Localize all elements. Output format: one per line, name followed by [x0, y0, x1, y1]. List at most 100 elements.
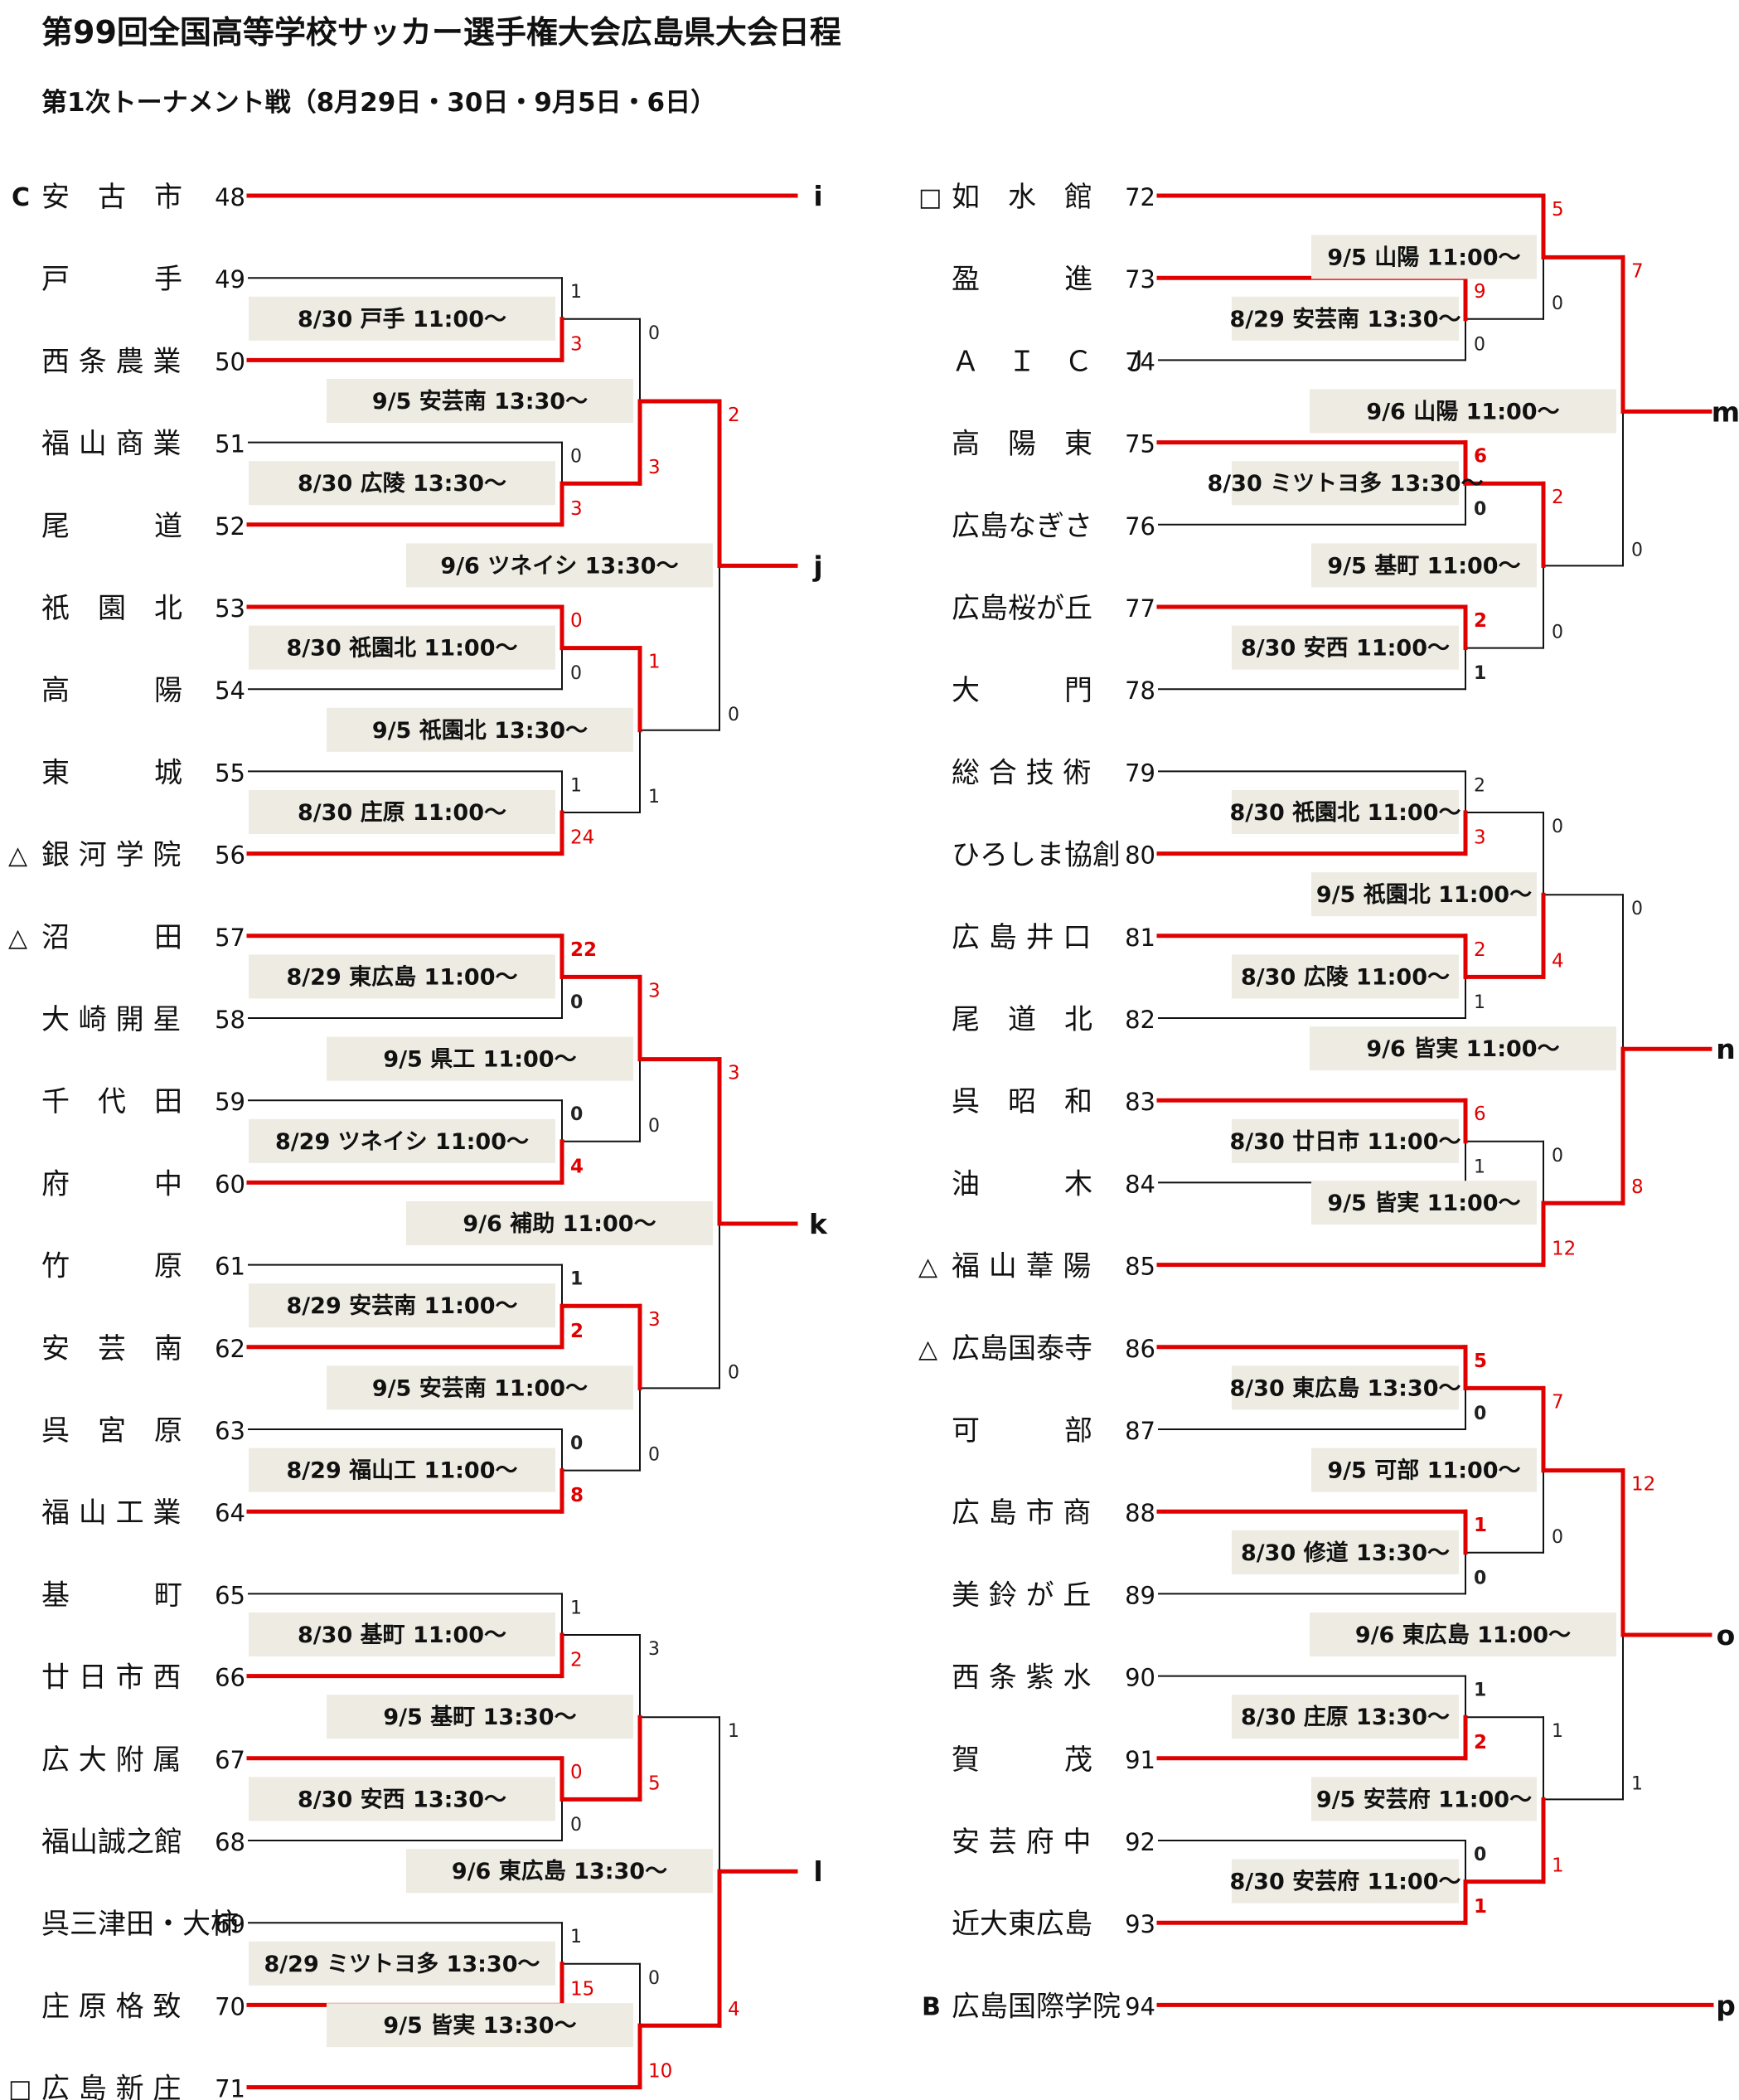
team-name: 庄 原 格 致: [41, 1990, 181, 2023]
match-label: 8/30 安西 13:30～: [298, 1787, 506, 1812]
team-name: 如 水 館: [952, 181, 1092, 214]
match-label-box: [1232, 954, 1459, 999]
score-top: 0: [570, 447, 582, 468]
score-bottom: 1: [1631, 1773, 1643, 1794]
team-name: 廿 日 市 西: [41, 1661, 181, 1695]
bracket-slot-letter: i: [813, 180, 822, 212]
entry-mark: C: [12, 183, 30, 212]
score-top: 5: [1552, 199, 1564, 221]
score-bottom: 10: [648, 2061, 672, 2083]
entry-mark: B: [922, 1992, 941, 2021]
match-label-box: [249, 296, 555, 341]
score-top: 1: [570, 775, 582, 796]
team-name: 盈 進: [952, 263, 1092, 296]
team-name: 尾 道: [41, 510, 182, 543]
bracket-slot-letter: p: [1716, 1989, 1736, 2021]
team-name: 千 代 田: [41, 1085, 182, 1118]
team-name: 祇 園 北: [41, 592, 182, 625]
score-top: 3: [648, 980, 661, 1002]
match-label-box: [1310, 389, 1616, 434]
score-bottom: 1: [1474, 663, 1486, 684]
score-bottom: 0: [1474, 1568, 1486, 1588]
match-label: 8/29 ミツトヨ多 13:30～: [264, 1952, 540, 1977]
team-number: 91: [1125, 1746, 1155, 1774]
score-bottom: 24: [570, 827, 594, 849]
score-bottom: 1: [1552, 1855, 1564, 1877]
score-top: 0: [1552, 817, 1563, 837]
score-top: 0: [570, 1762, 583, 1783]
score-top: 0: [648, 323, 660, 344]
score-bottom: 0: [728, 705, 739, 725]
score-bottom: 8: [1631, 1176, 1644, 1198]
entry-mark: □: [8, 2075, 31, 2100]
score-bottom: 0: [648, 1445, 660, 1466]
match-label-box: [249, 790, 555, 834]
match-label-box: [1311, 872, 1537, 917]
match-label-box: [1232, 790, 1459, 834]
team-name: Ａ Ｉ Ｃ Ｊ: [952, 345, 1149, 378]
team-name: 福 山 葦 陽: [952, 1250, 1091, 1283]
match-label-box: [406, 1849, 713, 1894]
score-bottom: 2: [570, 1650, 583, 1671]
match-label: 8/30 安西 11:00～: [1241, 636, 1450, 662]
match-label: 8/29 福山工 11:00～: [287, 1458, 518, 1484]
team-name: 呉三津田・大柿: [41, 1908, 239, 1941]
score-bottom: 0: [728, 1362, 739, 1383]
bracket-lines-winning: [246, 193, 1714, 2090]
score-bottom: 0: [1474, 499, 1486, 520]
entry-mark: △: [8, 924, 27, 953]
match-label: 8/30 修道 13:30～: [1241, 1540, 1450, 1566]
match-label-box: [249, 1777, 555, 1821]
score-top: 0: [1474, 1845, 1486, 1865]
score-bottom: 2: [570, 1321, 584, 1342]
team-number: 83: [1125, 1088, 1155, 1116]
bracket-slot-letter: m: [1712, 395, 1739, 428]
match-label: 8/29 安芸南 11:00～: [287, 1293, 518, 1319]
match-label: 8/30 祇園北 11:00～: [1230, 800, 1461, 826]
team-number: 59: [215, 1088, 245, 1116]
score-bottom: 1: [1474, 992, 1485, 1013]
team-number: 52: [215, 512, 245, 541]
bracket-slot-letter: k: [809, 1208, 828, 1240]
score-top: 12: [1631, 1474, 1655, 1496]
bracket-slot-letter: o: [1717, 1619, 1736, 1651]
score-top: 1: [648, 652, 661, 673]
score-bottom: 0: [570, 992, 583, 1013]
page-title: 第99回全国高等学校サッカー選手権大会広島県大会日程: [41, 14, 841, 51]
score-bottom: 2: [1474, 1732, 1487, 1753]
match-label-box: [249, 954, 555, 999]
score-top: 1: [1474, 1515, 1487, 1536]
score-top: 3: [648, 1309, 661, 1331]
score-top: 9: [1474, 281, 1486, 303]
score-top: 0: [570, 610, 583, 632]
match-label-box: [327, 707, 633, 752]
match-label-box: [1310, 1613, 1616, 1656]
team-number: 78: [1125, 677, 1155, 705]
score-bottom: 0: [1552, 623, 1563, 643]
score-top: 1: [1552, 1721, 1563, 1742]
team-number: 55: [215, 759, 245, 787]
score-top: 1: [570, 282, 582, 303]
match-label: 9/6 東広島 13:30～: [452, 1858, 667, 1884]
team-number: 81: [1125, 924, 1155, 952]
score-bottom: 0: [570, 1815, 582, 1836]
team-number: 84: [1125, 1170, 1155, 1198]
team-number: 64: [215, 1499, 245, 1527]
match-label-box: [1232, 1530, 1459, 1574]
team-number: 88: [1125, 1499, 1155, 1527]
team-name: 福 山 商 業: [41, 428, 181, 461]
team-number: 48: [215, 183, 245, 211]
team-number: 71: [215, 2075, 245, 2100]
team-name: 高 陽: [41, 674, 182, 707]
match-label-box: [327, 2003, 633, 2048]
score-bottom: 5: [648, 1773, 661, 1794]
score-top: 0: [570, 1433, 583, 1454]
match-label: 9/5 祇園北 13:30～: [372, 718, 588, 744]
team-name: 可 部: [952, 1414, 1092, 1448]
team-name: 福山誠之館: [41, 1826, 182, 1859]
match-label: 9/5 山陽 11:00～: [1327, 245, 1520, 270]
team-number: 89: [1125, 1581, 1155, 1609]
score-bottom: 4: [570, 1156, 584, 1177]
